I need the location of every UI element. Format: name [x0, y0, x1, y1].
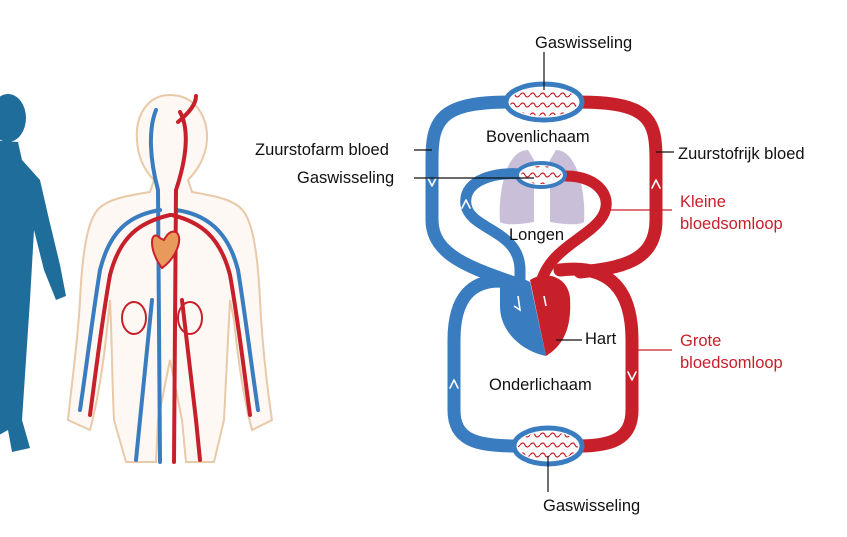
label-gas-exchange-bottom: Gaswisseling [543, 497, 641, 515]
label-upper-body: Bovenlichaam [486, 128, 590, 146]
upper-body-deoxy-vessel [425, 95, 527, 292]
label-pulmonary-circulation-line1: Kleine [680, 193, 726, 211]
label-oxygenated-blood: Zuurstofrijk bloed [678, 145, 805, 163]
capillary-bed-lungs [515, 161, 567, 189]
capillary-bed-top [503, 81, 585, 123]
label-systemic-circulation-line2: bloedsomloop [680, 354, 783, 372]
heart-small [151, 230, 181, 270]
lower-body-oxy-vessel [553, 262, 639, 453]
label-systemic-circulation-line1: Grote [680, 332, 722, 350]
person-silhouette [0, 94, 66, 452]
label-gas-exchange-top: Gaswisseling [535, 34, 633, 52]
label-gas-exchange-lungs: Gaswisseling [297, 169, 395, 187]
label-pulmonary-circulation-line2: bloedsomloop [680, 215, 783, 233]
heart-diagram [500, 275, 571, 356]
label-lungs: Longen [509, 226, 565, 244]
label-heart: Hart [585, 330, 617, 348]
pulmonary-deoxy-vessel [460, 168, 526, 294]
upper-body-oxy-vessel [571, 95, 663, 279]
label-lower-body: Onderlichaam [489, 376, 592, 394]
pulmonary-oxy-vessel [534, 170, 612, 292]
body-vessels-illustration [66, 93, 274, 464]
lower-body-deoxy-vessel [447, 274, 523, 453]
body-outline [66, 93, 274, 463]
label-deoxygenated-blood: Zuurstofarm bloed [255, 141, 389, 159]
